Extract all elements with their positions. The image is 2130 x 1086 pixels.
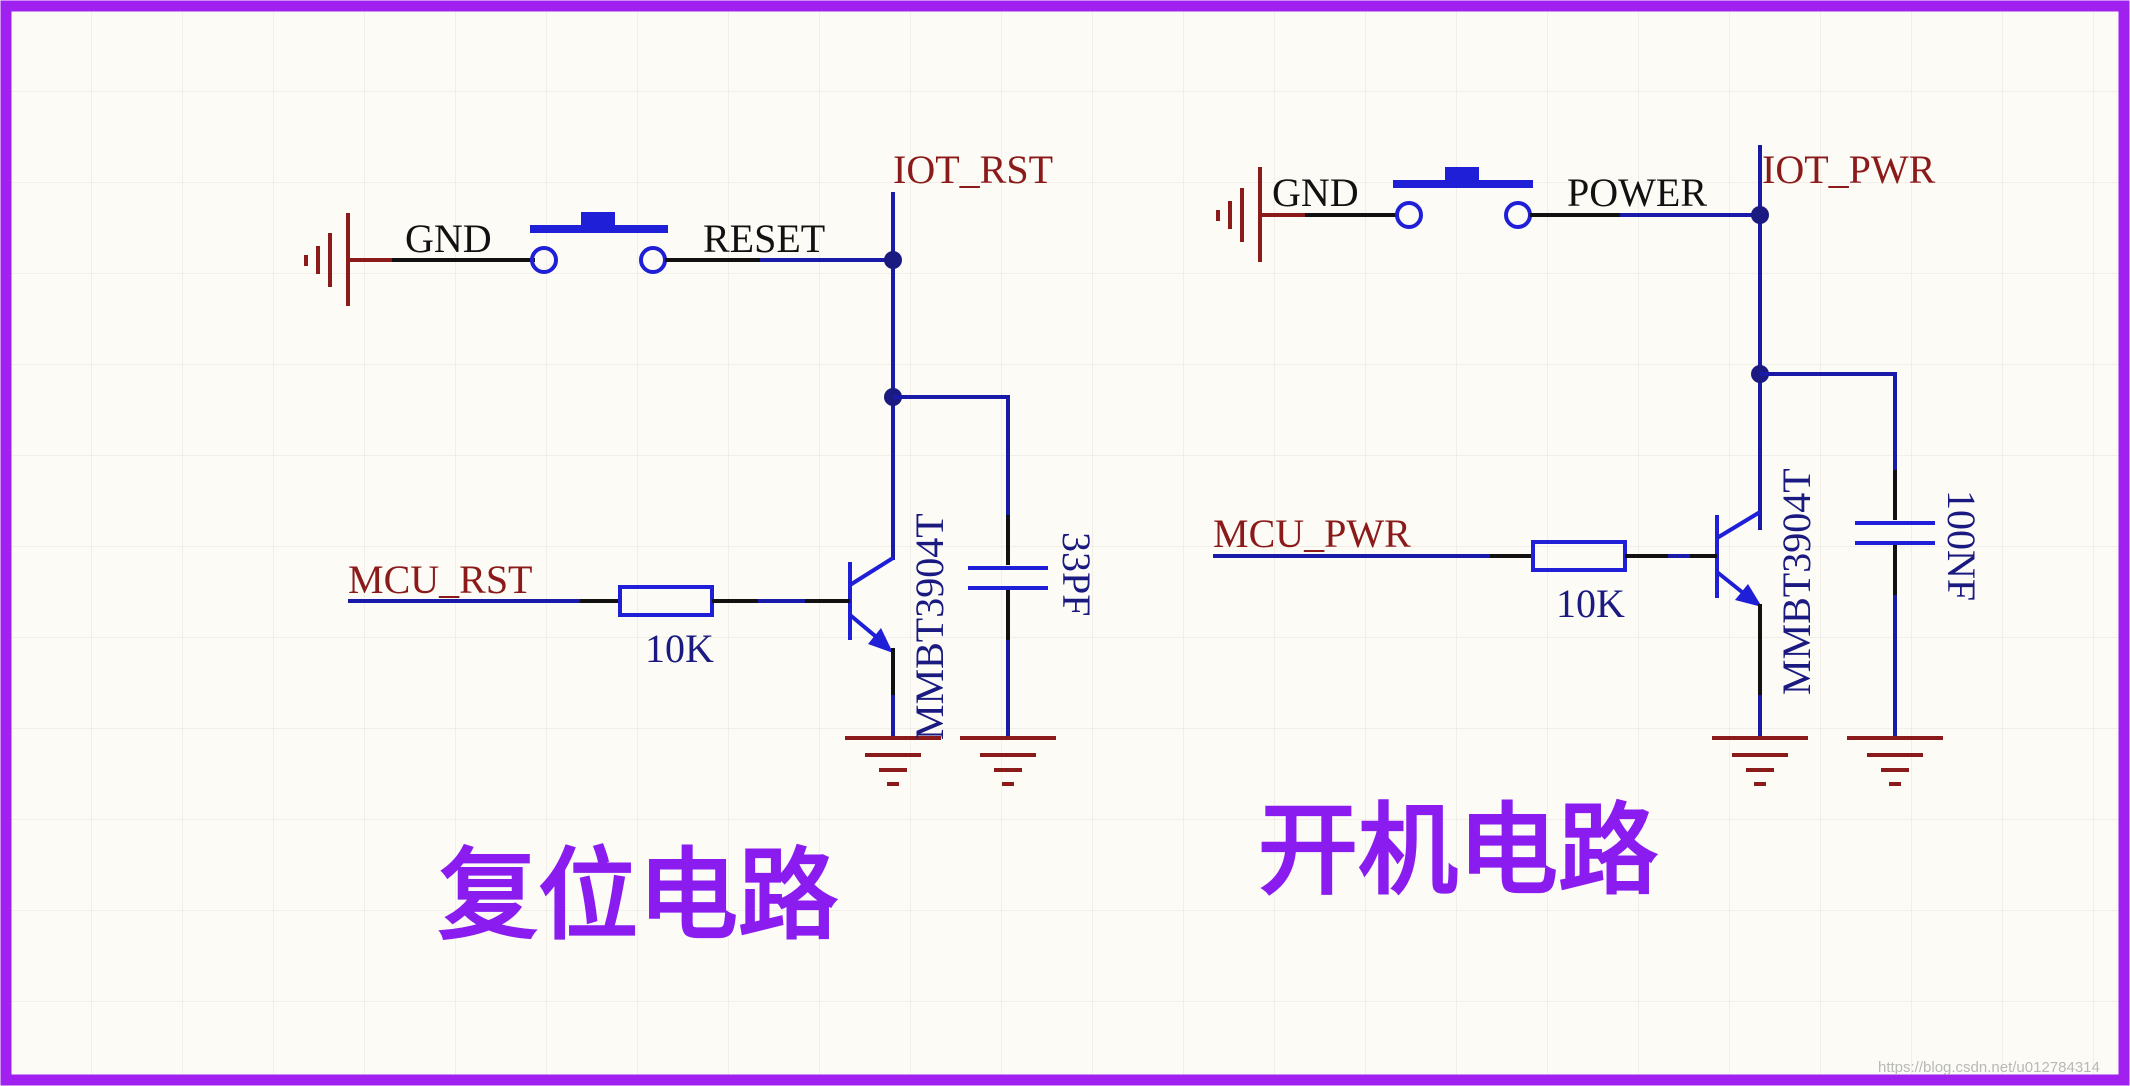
mcu-rst-label: MCU_RST bbox=[348, 557, 533, 602]
reset-transistor-part: MMBT3904T bbox=[907, 513, 952, 740]
reset-gnd-left-symbol bbox=[304, 213, 392, 306]
iot-pwr-label: IOT_PWR bbox=[1762, 147, 1936, 192]
power-circuit: IOT_PWR GND POWER MCU_PWR 10K MMBT3904T … bbox=[1213, 145, 1984, 909]
reset-junction-top bbox=[884, 251, 902, 269]
power-capacitor-value: 100NF bbox=[1939, 490, 1984, 601]
power-gnd-label: GND bbox=[1272, 170, 1359, 215]
power-cap-gnd-symbol bbox=[1847, 736, 1943, 786]
reset-cap-gnd-symbol bbox=[960, 736, 1056, 786]
watermark-text: https://blog.csdn.net/u012784314 bbox=[1878, 1059, 2100, 1076]
power-emitter-gnd-symbol bbox=[1712, 736, 1808, 786]
power-gnd-left-symbol bbox=[1216, 167, 1305, 262]
power-transistor-symbol bbox=[1715, 510, 1762, 607]
power-net-label: POWER bbox=[1567, 170, 1707, 215]
power-circuit-title: 开机电路 bbox=[1258, 792, 1659, 909]
reset-circuit-title: 复位电路 bbox=[438, 837, 839, 954]
reset-capacitor-symbol bbox=[968, 566, 1048, 590]
reset-cap-wire-top bbox=[893, 395, 1010, 515]
reset-circuit: IOT_RST GND RESET MCU_RST 10K MMBT3904T … bbox=[304, 147, 1099, 954]
reset-push-button[interactable] bbox=[530, 212, 668, 274]
reset-capacitor-value: 33PF bbox=[1054, 532, 1099, 617]
power-capacitor-symbol bbox=[1855, 521, 1935, 545]
power-resistor-value: 10K bbox=[1556, 581, 1625, 626]
sheet-grid bbox=[6, 6, 2124, 1080]
reset-net-label: RESET bbox=[703, 216, 825, 261]
reset-resistor-value: 10K bbox=[645, 626, 714, 671]
iot-rst-label: IOT_RST bbox=[893, 147, 1053, 192]
power-transistor-part: MMBT3904T bbox=[1774, 468, 1819, 695]
reset-emitter-gnd-symbol bbox=[845, 736, 941, 786]
mcu-pwr-label: MCU_PWR bbox=[1213, 511, 1411, 556]
power-cap-wire-top bbox=[1760, 372, 1897, 470]
power-junction-top bbox=[1751, 206, 1769, 224]
reset-gnd-label: GND bbox=[405, 216, 492, 261]
